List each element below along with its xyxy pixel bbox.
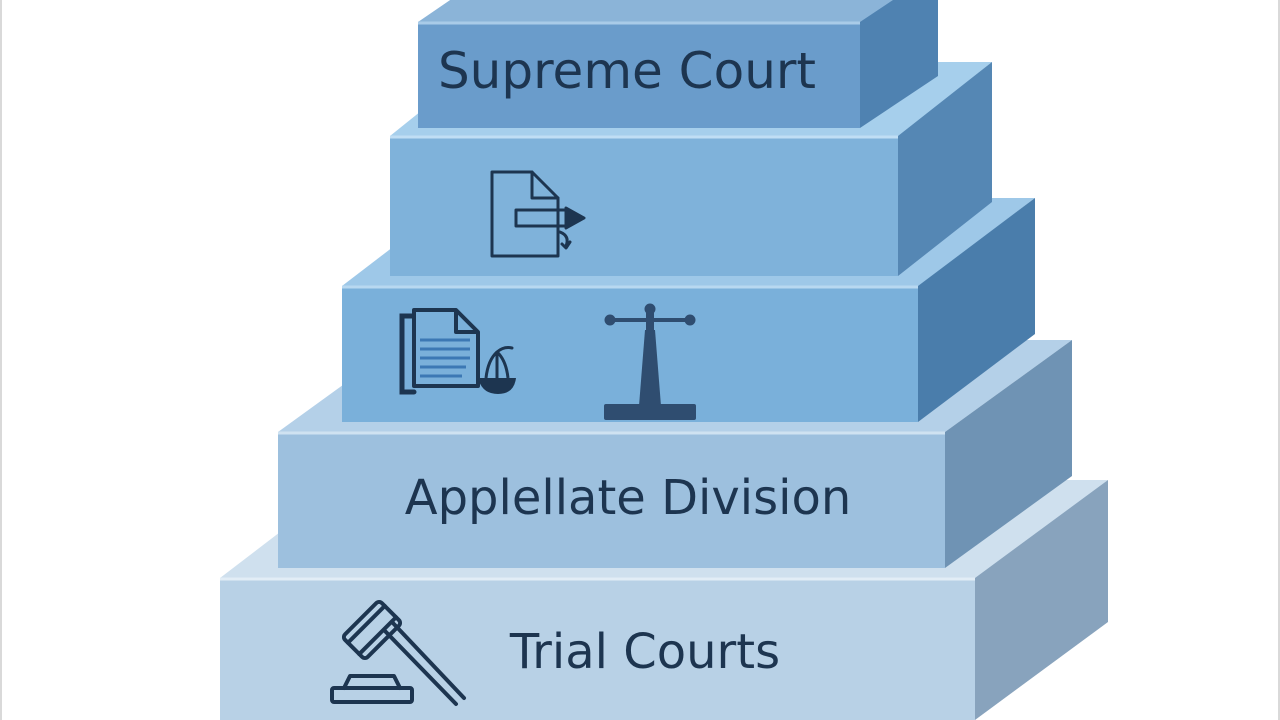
appellate-tier-front — [278, 432, 945, 568]
right-frame-line — [1278, 0, 1280, 720]
trial-tier-side — [975, 480, 1108, 720]
supreme-tier-front — [418, 22, 860, 128]
tier2-side — [898, 62, 992, 276]
supreme-tier-side — [860, 0, 938, 128]
left-frame-line — [0, 0, 2, 720]
tier-supreme-court: Supreme Court — [418, 0, 938, 128]
appellate-division-label: Applellate Division — [405, 470, 852, 526]
tier2-front — [390, 136, 898, 276]
gavel-icon — [330, 599, 466, 706]
appellate-tier-side — [945, 340, 1072, 568]
tier3-side — [918, 198, 1035, 422]
balance-scale-icon — [604, 303, 696, 420]
supreme-court-label: Supreme Court — [438, 42, 816, 100]
trial-courts-label: Trial Courts — [509, 624, 780, 680]
supreme-tier-top — [418, 0, 895, 22]
legal-document-scales-icon — [399, 308, 516, 395]
trial-tier-front — [220, 578, 975, 720]
tier3-front — [342, 286, 918, 422]
document-transfer-icon — [490, 170, 586, 258]
